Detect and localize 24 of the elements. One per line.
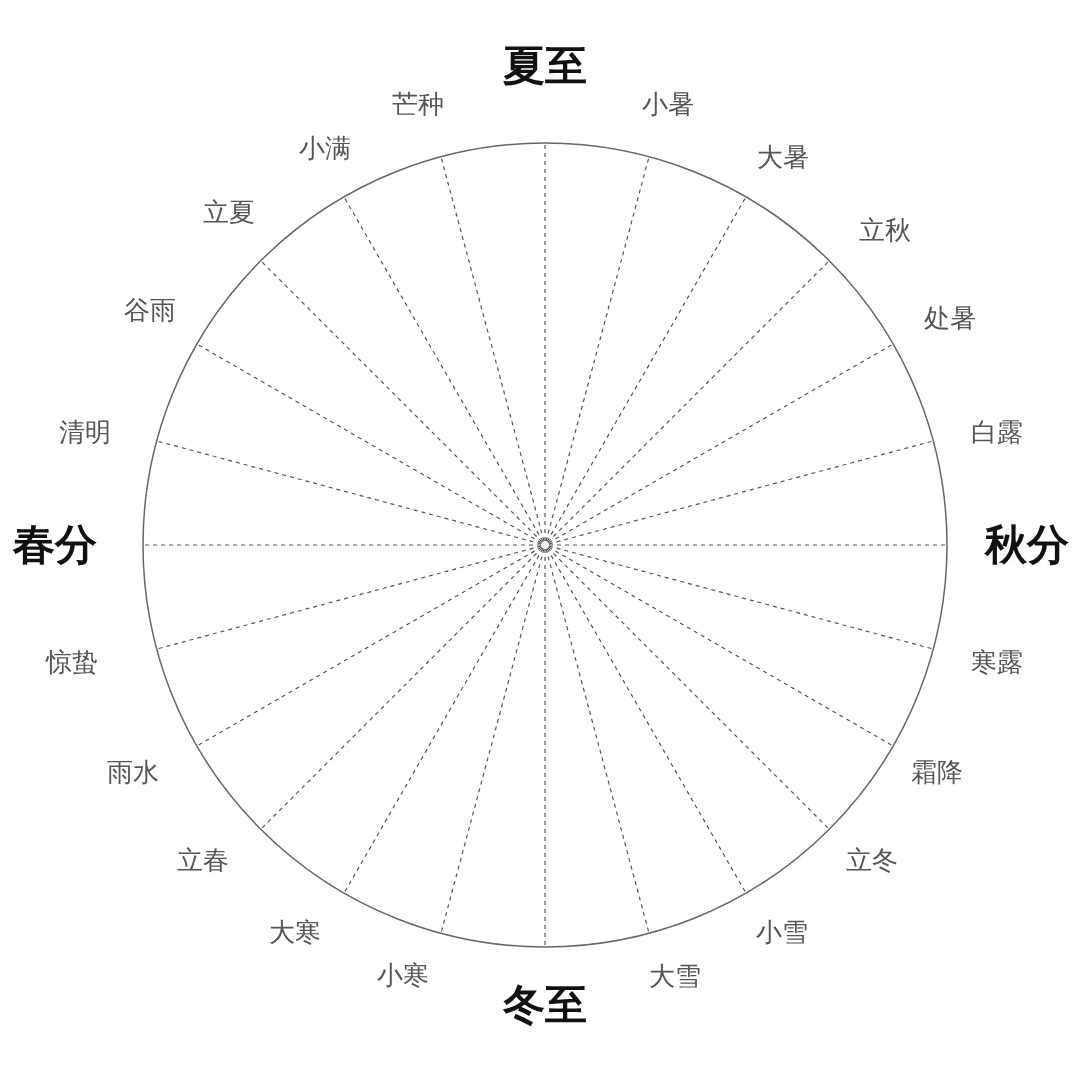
- term-label: 处暑: [924, 303, 976, 333]
- term-label: 大暑: [757, 142, 809, 172]
- major-term-label: 秋分: [985, 521, 1069, 569]
- term-label: 白露: [971, 417, 1023, 447]
- term-label: 芒种: [392, 89, 444, 119]
- term-label: 霜降: [911, 757, 963, 787]
- term-label: 寒露: [971, 647, 1023, 677]
- major-term-label: 春分: [13, 521, 97, 569]
- term-label: 谷雨: [124, 295, 176, 325]
- term-label: 大寒: [269, 917, 321, 947]
- term-label: 小满: [299, 133, 351, 163]
- term-label: 立秋: [859, 215, 911, 245]
- term-label: 立冬: [846, 845, 898, 875]
- term-label: 立夏: [203, 197, 255, 227]
- term-label: 小雪: [756, 917, 808, 947]
- major-term-label: 夏至: [503, 42, 587, 90]
- term-label: 小暑: [642, 89, 694, 119]
- term-label: 大雪: [649, 961, 701, 991]
- term-label: 惊蛰: [46, 647, 98, 677]
- term-label: 立春: [177, 845, 229, 875]
- major-term-label: 冬至: [503, 981, 587, 1029]
- term-label: 雨水: [107, 757, 159, 787]
- term-label: 小寒: [377, 960, 429, 990]
- term-label: 清明: [59, 417, 111, 447]
